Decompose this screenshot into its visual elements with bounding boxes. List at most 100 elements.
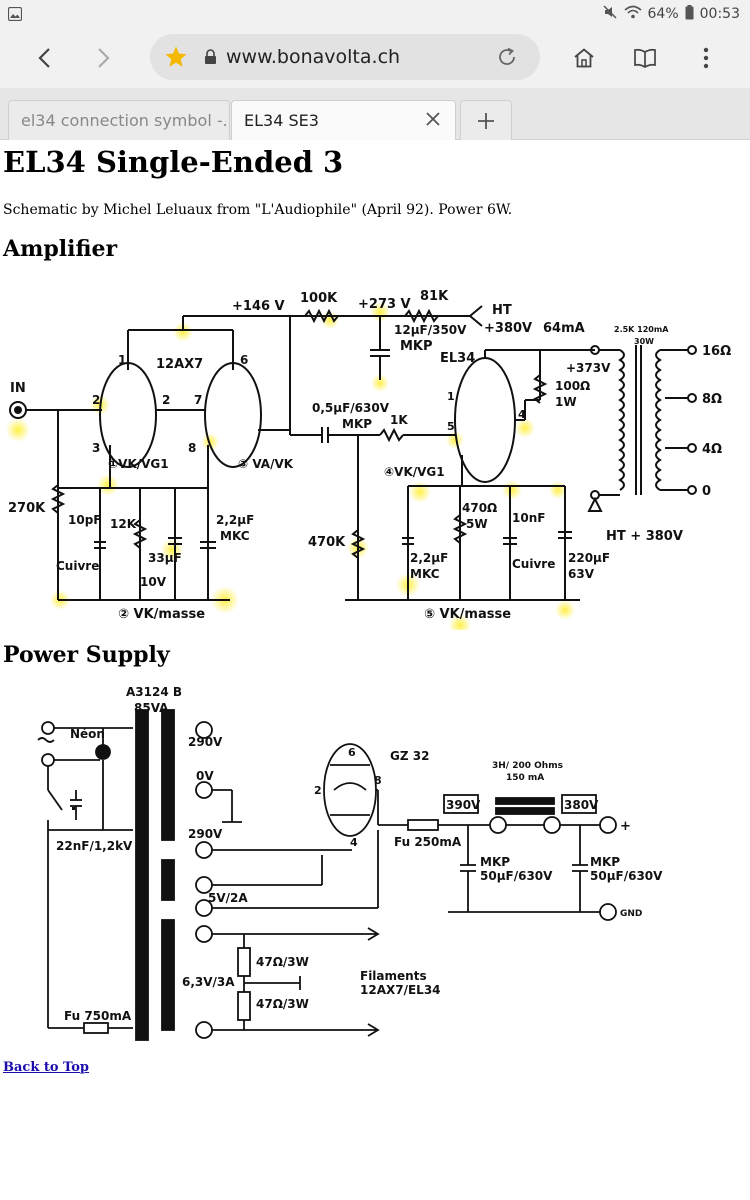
battery-percent: 64% [647,6,679,22]
power-supply-heading: Power Supply [3,642,170,668]
ps-label: 380V [564,798,599,812]
amplifier-labels: +146 V 100K +273 V 81K HT +380V 12µF/350… [8,289,731,622]
amp-label: MKC [410,567,440,581]
amp-label: +273 V [358,297,411,312]
amp-label: 81K [420,289,449,304]
ps-label: GND [620,909,642,919]
amp-label: 470Ω [462,501,497,515]
amp-label: Cuivre [56,559,99,573]
amp-label: 12µF/350V [394,323,467,337]
amp-label: HT + 380V [606,529,683,544]
ps-label: 50µF/630V [480,869,553,883]
back-to-top-link[interactable]: Back to Top [3,1060,90,1075]
page-description: Schematic by Michel Leluaux from "L'Audi… [3,202,513,218]
menu-dots-icon [703,47,709,69]
amp-label: 2.5K 120mA [614,325,669,334]
amplifier-schematic: +146 V 100K +273 V 81K HT +380V 12µF/350… [6,289,731,630]
amp-label: +373V [566,361,611,375]
url-text: www.bonavolta.ch [226,46,401,68]
ps-label: 12AX7/EL34 [360,983,441,997]
ps-label: GZ 32 [390,749,429,763]
amp-label: +380V [484,321,532,336]
power-labels: A3124 B 85VA Néon 290V 0V 290V 5V/2A 6,3… [56,685,663,1023]
browser-toolbar: www.bonavolta.ch [0,28,750,88]
amp-label: 100K [300,291,338,306]
highlight-glows [6,302,575,630]
forward-button[interactable] [86,40,122,76]
ps-label: 290V [188,827,223,841]
star-icon[interactable] [164,45,188,73]
amp-label: 8 [188,441,196,455]
ps-label: Fu 250mA [394,835,462,849]
ps-label: Néon [70,727,105,741]
reader-button[interactable] [627,40,663,76]
amp-label: 64mA [543,321,585,336]
ps-label: 2 [314,784,322,797]
tab-el34-se3[interactable]: EL34 SE3 [231,100,456,140]
amplifier-heading: Amplifier [3,236,118,262]
reload-icon[interactable] [496,46,518,72]
tab-label: EL34 SE3 [244,111,319,130]
new-tab-button[interactable] [460,100,512,140]
amp-label: IN [10,381,26,396]
menu-button[interactable] [688,40,724,76]
amp-label: 16Ω [702,344,731,359]
power-supply-schematic: A3124 B 85VA Néon 290V 0V 290V 5V/2A 6,3… [37,685,663,1041]
tab-strip: el34 connection symbol -... EL34 SE3 [0,88,750,140]
ps-label: 47Ω/3W [256,997,309,1011]
amp-label: 3 [92,441,100,455]
amp-label: 10V [140,575,167,589]
back-arrow-icon [38,48,50,68]
amp-label: 2 [92,393,100,407]
amp-label: 2,2µF [410,551,448,565]
ps-label: 150 mA [506,773,544,783]
amp-label: 270K [8,501,46,516]
ps-label: 8 [374,774,382,787]
web-page: EL34 Single-Ended 3 Schematic by Michel … [0,140,750,1200]
amp-label: ①VK/VG1 [108,457,169,471]
mute-icon [602,4,618,24]
ps-label: MKP [590,855,620,869]
ps-label: Fu 750mA [64,1009,132,1023]
clock: 00:53 [699,6,740,22]
amp-label: 63V [568,567,595,581]
amp-label: MKP [400,339,433,354]
ps-label: 85VA [134,701,169,715]
ps-label: 290V [188,735,223,749]
home-icon [574,48,594,68]
amp-label: 10nF [512,511,545,525]
wifi-icon [623,5,642,23]
status-bar: 64% 00:53 [0,0,750,28]
address-bar[interactable]: www.bonavolta.ch [150,34,540,80]
home-button[interactable] [566,40,602,76]
tab-el34-connection[interactable]: el34 connection symbol -... [8,100,230,140]
ps-label: + [620,819,631,834]
amp-label: 2 [162,393,170,407]
lock-icon [204,49,217,69]
amp-label: 12AX7 [156,357,203,372]
ps-label: Filaments [360,969,427,983]
amp-label: 0 [702,484,711,499]
ps-label: 4 [350,836,358,849]
amp-label: 12K [110,517,137,531]
ps-label: 47Ω/3W [256,955,309,969]
battery-icon [685,4,694,24]
amp-label: 100Ω [555,379,590,393]
ps-label: 22nF/1,2kV [56,839,133,853]
ps-label: 0V [196,769,214,783]
plus-icon [478,112,494,129]
amp-label: 4 [518,408,526,421]
amp-label: 470K [308,535,346,550]
image-icon [7,6,23,25]
amp-label: 7 [194,393,202,407]
amp-label: 4Ω [702,442,722,457]
close-icon[interactable] [425,111,441,131]
amp-label: ② VK/masse [118,607,205,622]
ps-label: 6,3V/3A [182,975,235,989]
amp-label: ⑤ VK/masse [424,607,511,622]
back-button[interactable] [26,40,62,76]
forward-arrow-icon [98,48,110,68]
tab-label: el34 connection symbol -... [21,111,230,130]
page-title: EL34 Single-Ended 3 [3,145,344,179]
ps-label: 390V [446,798,481,812]
